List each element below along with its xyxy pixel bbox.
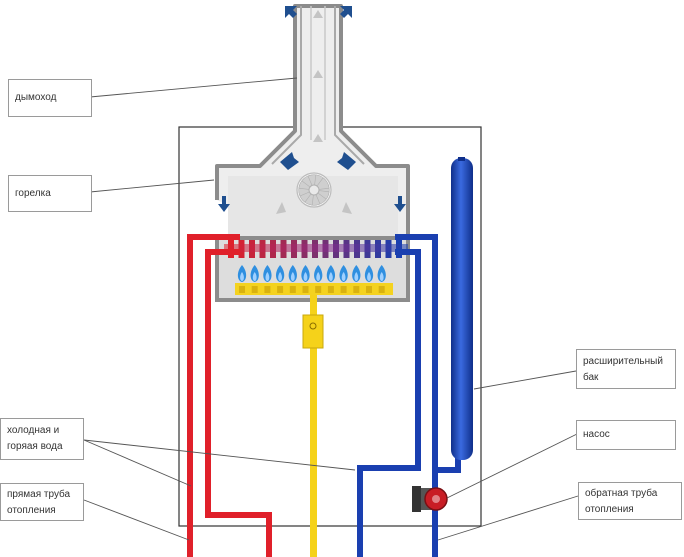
leader-supply: [83, 499, 190, 541]
leader-chimney: [89, 77, 298, 98]
burner-flames: [237, 265, 386, 282]
burner-nozzle: [264, 286, 271, 293]
leader-pump: [446, 433, 578, 499]
burner-nozzle: [302, 286, 309, 293]
label-chimney: дымоход: [8, 79, 92, 117]
burner-nozzle: [315, 286, 322, 293]
arrow-icon: [218, 196, 230, 212]
leader-tank: [473, 370, 577, 390]
flame-core: [252, 272, 257, 281]
burner-nozzle: [277, 286, 284, 293]
burner-nozzle: [366, 286, 372, 293]
gas-pipe: [310, 295, 317, 557]
flame-core: [316, 272, 321, 281]
leader-return: [437, 495, 579, 541]
expansion-tank: [451, 157, 473, 460]
burner-nozzle: [353, 286, 360, 293]
flame-core: [290, 272, 295, 281]
label-cold-hot-water: холодная и горяая вода: [0, 418, 84, 460]
leader-water-blue: [83, 439, 356, 471]
label-pump: насос: [576, 420, 676, 450]
fan-icon: [296, 172, 332, 208]
hot-water-pipe: [187, 234, 272, 557]
pump-icon: [412, 486, 448, 512]
leader-burner: [89, 179, 215, 193]
flame-core: [329, 272, 333, 281]
burner-nozzle: [251, 286, 258, 293]
label-supply-pipe: прямая труба отопления: [0, 483, 84, 521]
flame-core: [367, 272, 371, 281]
burner-nozzles: [239, 286, 385, 293]
airflow-arrows: [218, 6, 406, 212]
arrow-icon: [285, 6, 297, 18]
heat-exchanger-bar: [224, 244, 408, 252]
burner-nozzle: [327, 286, 334, 293]
arrow-icon: [394, 196, 406, 212]
flue-arrows: [276, 10, 352, 214]
burner-nozzle: [289, 286, 296, 293]
arrow-icon: [337, 152, 356, 170]
label-burner: горелка: [8, 175, 92, 212]
arrow-icon: [280, 152, 299, 170]
burner-nozzle: [340, 286, 347, 293]
flame-core: [240, 272, 244, 281]
label-expansion-tank: расширительный бак: [576, 349, 676, 389]
leader-lines: [83, 77, 579, 541]
flame-core: [265, 272, 270, 281]
gas-valve: [302, 314, 324, 349]
leader-water-red: [83, 439, 192, 487]
cold-water-pipe: [357, 234, 461, 557]
arrow-icon: [340, 6, 352, 18]
flame-core: [278, 272, 282, 281]
label-return-pipe: обратная труба отопления: [578, 482, 682, 520]
flame-core: [354, 272, 359, 281]
burner-nozzle: [239, 286, 245, 293]
flame-core: [303, 272, 308, 281]
flame-core: [379, 272, 384, 281]
flame-core: [341, 272, 346, 281]
burner-nozzle: [378, 286, 385, 293]
